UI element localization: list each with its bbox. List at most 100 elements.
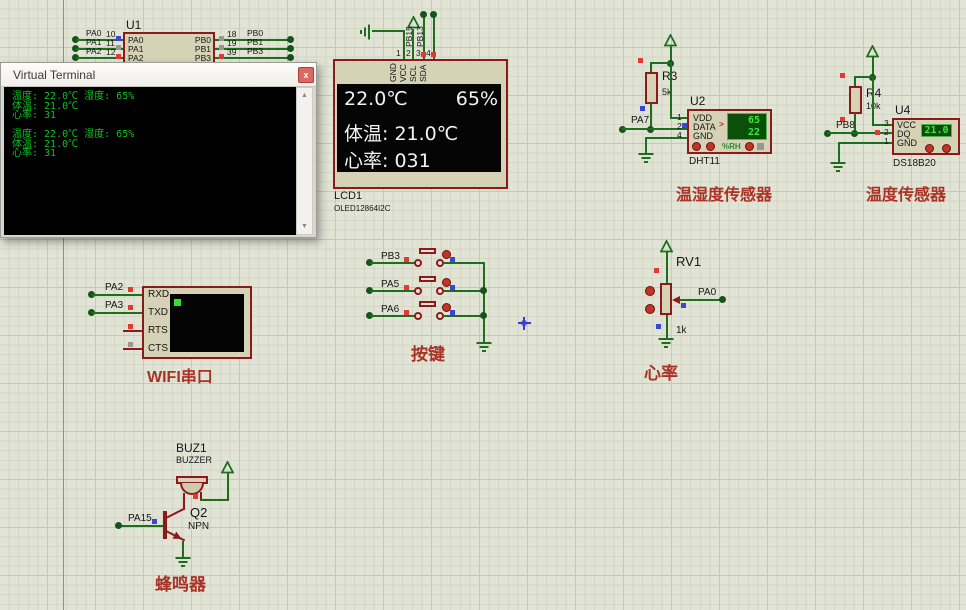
wire <box>666 252 668 283</box>
junction-dot <box>88 309 95 316</box>
net-label: PA5 <box>381 279 400 290</box>
u1-pin-name: PB1 <box>194 44 211 54</box>
terminal-line: 心率: 31 <box>12 148 57 159</box>
scroll-down-icon[interactable]: ▼ <box>301 223 308 230</box>
wire <box>645 137 647 153</box>
key1-button[interactable] <box>442 250 451 259</box>
lcd-pin-name: VCC <box>398 64 408 82</box>
wire <box>838 142 840 162</box>
pot-up-button[interactable] <box>645 286 655 296</box>
key2-button[interactable] <box>442 278 451 287</box>
q2-collector <box>165 507 186 519</box>
button-terminal <box>414 259 422 267</box>
pot-down-button[interactable] <box>645 304 655 314</box>
terminal-scrollbar[interactable]: ▲ ▼ <box>296 87 313 235</box>
scroll-up-icon[interactable]: ▲ <box>301 92 308 99</box>
ground-icon <box>476 342 492 353</box>
dht-up-button[interactable] <box>692 142 701 151</box>
pin-marker <box>404 257 409 262</box>
dht-pin-name: GND <box>693 131 713 141</box>
pin-marker <box>875 130 880 135</box>
net-label: PA15 <box>128 513 152 524</box>
wifi-caption: WIFI串口 <box>147 369 213 386</box>
pin-marker <box>654 268 659 273</box>
junction-dot <box>480 287 487 294</box>
wire <box>76 48 123 50</box>
pin-number: 39 <box>227 47 237 57</box>
lcd-pin-name: GND <box>388 63 398 82</box>
junction-dot <box>719 296 726 303</box>
wire <box>215 48 290 50</box>
terminal-line: 温度: 22.0℃ 湿度: 65% <box>12 91 135 102</box>
ground-icon <box>358 24 370 40</box>
wifi-screen <box>170 294 244 352</box>
net-label: PB0 <box>247 28 264 38</box>
net-label: PA1 <box>86 37 102 47</box>
pin-stub <box>123 348 142 350</box>
pot-wiper-arrow <box>672 296 680 304</box>
pin-marker <box>219 54 224 59</box>
wire <box>412 29 414 60</box>
vcc-power-icon <box>664 34 677 47</box>
dht-caption: 温湿度传感器 <box>676 187 773 204</box>
lcd-ref: LCD1 <box>334 190 363 202</box>
keys-caption: 按键 <box>411 345 445 364</box>
key3-button[interactable] <box>442 303 451 312</box>
wire <box>872 76 874 126</box>
dht-model: DHT11 <box>689 156 720 167</box>
wire <box>423 15 425 60</box>
ds-down-button[interactable] <box>942 144 951 153</box>
ds-caption: 温度传感器 <box>866 187 947 204</box>
pin-number: 18 <box>227 29 237 39</box>
wire <box>76 57 123 59</box>
resistor-r3[interactable] <box>645 72 658 104</box>
junction-dot <box>72 45 79 52</box>
pin-marker <box>219 36 224 41</box>
junction-dot <box>480 312 487 319</box>
q2-type: NPN <box>188 521 210 532</box>
junction-dot <box>287 36 294 43</box>
pin-marker <box>404 285 409 290</box>
junction-dot <box>420 11 427 18</box>
pin-number: 4 <box>426 48 431 58</box>
wire <box>76 39 123 41</box>
terminal-title-bar[interactable] <box>1 63 316 87</box>
close-icon[interactable]: x <box>298 67 314 83</box>
rv1-ref: RV1 <box>676 254 702 269</box>
resistor-r4[interactable] <box>849 86 862 114</box>
wire <box>855 76 874 78</box>
wifi-pin-name: TXD <box>148 307 168 318</box>
wire <box>670 62 672 119</box>
pin-marker <box>128 305 133 310</box>
lcd-temp-value: 22.0℃ <box>344 88 408 110</box>
wifi-status-led <box>174 299 181 306</box>
pin-marker <box>840 117 845 122</box>
pin-number: 2 <box>406 48 411 58</box>
pin-number: 11 <box>106 38 115 48</box>
u1-pin-name: PA1 <box>128 44 144 54</box>
pin-marker <box>421 52 426 57</box>
net-label: PB13 <box>415 26 425 47</box>
dht-mode-button[interactable] <box>745 142 754 151</box>
wire <box>872 124 892 126</box>
dht-down-button[interactable] <box>706 142 715 151</box>
terminal-screen[interactable]: 温度: 22.0℃ 湿度: 65% 体温: 21.0℃ 心率: 31 温度: 2… <box>4 87 296 235</box>
q2-base-bar[interactable] <box>163 511 167 539</box>
lcd-screen <box>337 84 501 172</box>
terminal-title: Virtual Terminal <box>13 68 96 82</box>
wire <box>182 541 184 557</box>
pin-number: 10 <box>106 29 116 39</box>
pin-marker <box>450 285 455 290</box>
wire <box>854 113 856 135</box>
q2-ref: Q2 <box>190 505 208 520</box>
pin-marker <box>128 324 133 329</box>
virtual-terminal-window[interactable]: Virtual Terminal x 温度: 22.0℃ 湿度: 65% 体温:… <box>0 62 317 238</box>
junction-dot <box>287 45 294 52</box>
pin-marker <box>682 123 687 128</box>
pot-body[interactable] <box>660 283 672 315</box>
dht-pin-name: DATA <box>693 122 716 132</box>
ds-up-button[interactable] <box>925 144 934 153</box>
dht-display: 65 22 <box>727 113 767 140</box>
wire <box>403 30 405 60</box>
